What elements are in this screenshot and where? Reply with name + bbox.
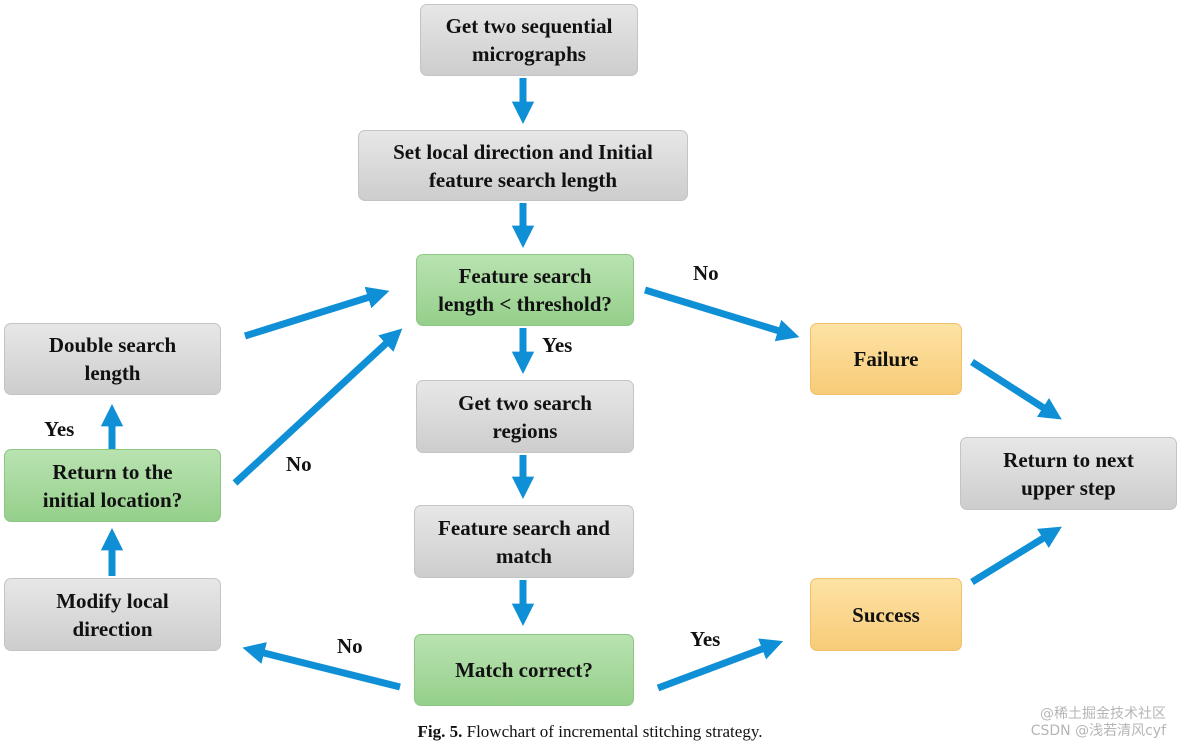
watermark: @稀土掘金技术社区 CSDN @浅若清风cyf [1031, 706, 1166, 740]
caption-text: Flowchart of incremental stitching strat… [466, 722, 763, 741]
arrow-threshold-no-to-failure [643, 286, 800, 342]
node-get-regions: Get two search regions [416, 380, 634, 453]
arrow-return-initial-no-to-threshold [232, 328, 403, 486]
arrow-match-yes-to-success [656, 638, 784, 692]
node-success: Success [810, 578, 962, 651]
node-set-direction: Set local direction and Initial feature … [358, 130, 688, 201]
label-threshold-yes: Yes [542, 333, 573, 357]
node-feature-match: Feature search and match [414, 505, 634, 578]
label-threshold-no: No [693, 261, 719, 285]
arrow-match-no-to-modify [242, 642, 401, 691]
label-initial-no: No [286, 452, 312, 476]
node-return-upper: Return to next upper step [960, 437, 1177, 510]
label-match-yes: Yes [690, 627, 721, 651]
arrow-failure-to-return-upper [970, 359, 1062, 420]
node-modify-direction: Modify local direction [4, 578, 221, 651]
node-double-length: Double search length [4, 323, 221, 395]
watermark-line-1: @稀土掘金技术社区 [1040, 706, 1166, 722]
node-length-threshold: Feature search length < threshold? [416, 254, 634, 326]
label-match-no: No [337, 634, 363, 658]
arrow-success-to-return-upper [970, 526, 1062, 585]
node-get-micrographs: Get two sequential micrographs [420, 4, 638, 76]
node-match-correct: Match correct? [414, 634, 634, 706]
node-failure: Failure [810, 323, 962, 395]
figure-caption: Fig. 5. Flowchart of incremental stitchi… [0, 722, 1180, 742]
label-initial-yes: Yes [44, 417, 75, 441]
arrow-double-to-threshold [243, 286, 390, 340]
watermark-line-2: CSDN @浅若清风cyf [1030, 723, 1166, 739]
caption-figure-number: Fig. 5. [417, 722, 463, 741]
node-return-initial: Return to the initial location? [4, 449, 221, 522]
